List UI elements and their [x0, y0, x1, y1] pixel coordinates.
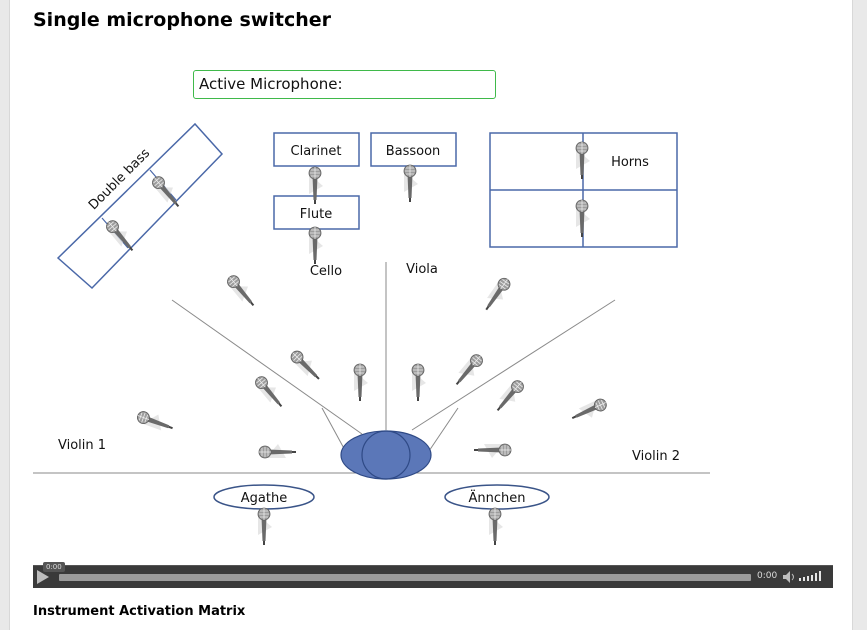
microphone-icon[interactable]	[411, 363, 426, 402]
duration-label: 0:00	[757, 571, 778, 581]
microphone-icon[interactable]	[353, 363, 368, 402]
cello-label: Cello	[310, 264, 342, 279]
microphone-icon[interactable]	[258, 444, 297, 459]
page-content	[9, 0, 853, 630]
violin2-label: Violin 2	[632, 449, 680, 464]
audio-player: 0:00 0:00	[33, 562, 833, 588]
aennchen-label: Ännchen	[469, 490, 526, 506]
microphone-icon[interactable]	[473, 443, 512, 458]
section-divider	[426, 407, 459, 455]
violin1-label: Violin 1	[58, 438, 106, 453]
bassoon-box[interactable]: Bassoon	[370, 132, 457, 167]
volume-slider[interactable]	[799, 571, 829, 583]
horns-label: Horns	[611, 155, 649, 170]
active-microphone-display: Active Microphone:	[193, 70, 496, 99]
microphone-icon[interactable]	[451, 351, 487, 389]
aennchen-soloist[interactable]: Ännchen	[444, 484, 550, 510]
section-divider	[171, 299, 363, 435]
matrix-title: Instrument Activation Matrix	[33, 604, 246, 619]
agathe-label: Agathe	[241, 491, 287, 506]
bassoon-label: Bassoon	[386, 144, 441, 159]
microphone-icon[interactable]	[252, 373, 288, 411]
progress-track[interactable]	[59, 574, 751, 581]
section-divider	[411, 299, 616, 431]
flute-box[interactable]: Flute	[273, 195, 360, 230]
agathe-soloist[interactable]: Agathe	[213, 484, 315, 510]
microphone-icon[interactable]	[103, 217, 139, 255]
microphone-icon[interactable]	[257, 507, 272, 546]
play-icon[interactable]	[37, 570, 49, 584]
speaker-icon[interactable]	[782, 570, 796, 584]
microphone-icon[interactable]	[488, 507, 503, 546]
microphone-icon[interactable]	[569, 396, 609, 425]
viola-label: Viola	[406, 262, 438, 277]
microphone-icon[interactable]	[480, 275, 514, 314]
microphone-icon[interactable]	[135, 408, 176, 435]
stage-diagram: Double bass Clarinet Bassoon Flute Horns…	[33, 122, 710, 546]
page-title: Single microphone switcher	[33, 9, 332, 31]
double-bass-section[interactable]: Double bass	[56, 122, 224, 290]
flute-label: Flute	[300, 207, 332, 222]
microphone-icon[interactable]	[403, 164, 418, 203]
double-bass-label: Double bass	[86, 146, 153, 213]
microphone-icon[interactable]	[224, 272, 260, 310]
clarinet-label: Clarinet	[291, 144, 342, 159]
microphone-icon[interactable]	[288, 347, 325, 384]
conductor-position[interactable]	[340, 430, 432, 480]
section-divider	[321, 407, 348, 455]
microphone-icon[interactable]	[149, 173, 185, 211]
microphone-icon[interactable]	[492, 377, 528, 415]
clarinet-box[interactable]: Clarinet	[273, 132, 360, 167]
microphone-icon[interactable]	[308, 226, 323, 265]
current-time-bubble: 0:00	[43, 562, 65, 572]
